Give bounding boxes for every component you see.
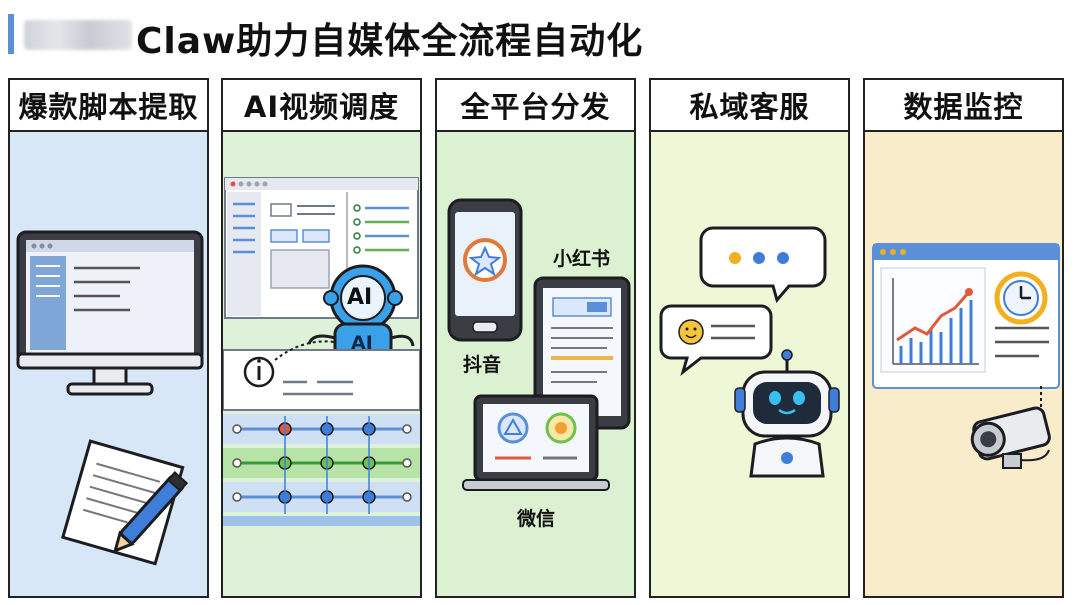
chat-bubble-icon <box>699 226 827 304</box>
page-title: Claw助力自媒体全流程自动化 <box>136 21 644 62</box>
blurred-title-prefix <box>24 20 132 50</box>
column-data-monitoring: 数据监控 <box>863 78 1064 598</box>
security-camera-icon <box>970 386 1051 469</box>
column-title: AI视频调度 <box>223 80 420 132</box>
column-title: 全平台分发 <box>437 80 634 132</box>
smiley-chat-icon <box>659 304 773 377</box>
platform-label-wechat: 微信 <box>517 508 556 530</box>
column-multi-platform-distribution: 全平台分发 抖音 小红书 <box>435 78 636 598</box>
platform-label-douyin: 抖音 <box>463 354 502 376</box>
desktop-monitor-icon <box>16 230 204 396</box>
timeline-icon <box>223 340 420 526</box>
support-robot-icon <box>734 349 840 478</box>
column-ai-video-scheduling: AI视频调度 <box>221 78 422 598</box>
column-title: 私域客服 <box>651 80 848 132</box>
column-illustration <box>865 132 1062 596</box>
title-accent-bar <box>8 14 14 54</box>
phone-icon <box>447 198 523 342</box>
column-title: 数据监控 <box>865 80 1062 132</box>
column-title: 爆款脚本提取 <box>10 80 207 132</box>
platform-label-xiaohongshu: 小红书 <box>553 248 611 270</box>
column-illustration: 抖音 小红书 微信 <box>437 132 634 596</box>
app-window-icon <box>224 177 419 319</box>
header: Claw助力自媒体全流程自动化 <box>8 10 648 62</box>
clock-icon <box>994 271 1048 325</box>
column-script-extraction: 爆款脚本提取 <box>8 78 209 598</box>
document-pen-icon <box>60 439 189 566</box>
robot-body-label: AI <box>351 332 373 354</box>
column-illustration: AI AI <box>223 132 420 596</box>
column-illustration <box>10 132 207 596</box>
robot-face-label: AI <box>347 285 373 310</box>
column-private-customer-service: 私域客服 <box>649 78 850 598</box>
column-illustration <box>651 132 848 596</box>
laptop-icon <box>462 394 610 491</box>
